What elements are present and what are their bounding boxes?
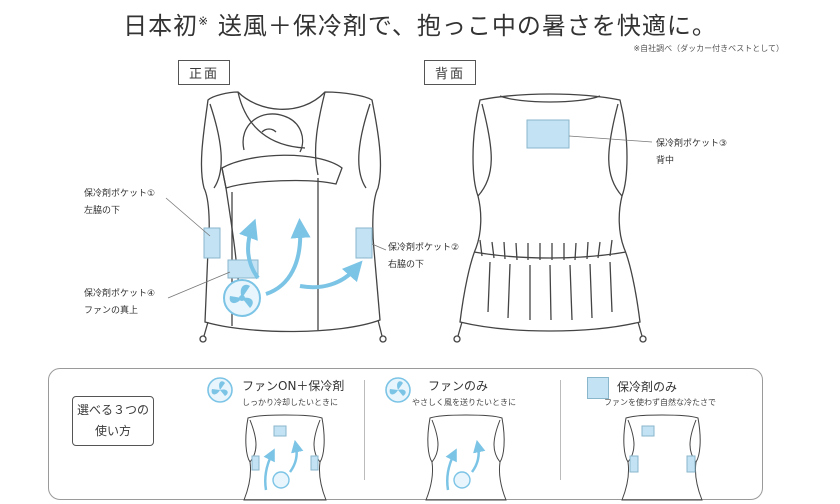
option3-subtitle: ファンを使わず自然な冷たさで: [604, 398, 716, 407]
usage-divider-1: [364, 380, 365, 480]
callout-pocket4: 保冷剤ポケット④ ファンの真上: [84, 286, 155, 320]
option2-fan-icon: [385, 377, 411, 403]
callout-pocket3-sub: 背中: [656, 156, 675, 166]
option1-fan-icon: [207, 377, 233, 403]
callout-pocket1-sub: 左脇の下: [84, 206, 121, 216]
headline: 日本初※ 送風＋保冷剤で、抱っこ中の暑さを快適に。: [0, 6, 840, 41]
option1-subtitle: しっかり冷却したいときに: [242, 398, 338, 407]
callout-pocket4-title: 保冷剤ポケット④: [84, 289, 156, 299]
usage-divider-2: [560, 380, 561, 480]
callout-pocket1: 保冷剤ポケット① 左脇の下: [84, 186, 155, 220]
option3-cooling-pack-icon: [587, 377, 609, 399]
headline-mark: ※: [198, 14, 210, 28]
callout-pocket3: 保冷剤ポケット③ 背中: [656, 136, 727, 170]
headline-rest: 送風＋保冷剤で、抱っこ中の暑さを快適に。: [217, 12, 717, 40]
callout-pocket2-sub: 右脇の下: [388, 260, 425, 270]
footnote: ※自社調べ（ダッカー付きベストとして）: [633, 44, 784, 53]
pocket1-pack: [203, 227, 221, 259]
front-fan-icon: [223, 279, 261, 317]
pocket2-pack: [355, 227, 373, 259]
callout-pocket1-title: 保冷剤ポケット①: [84, 189, 156, 199]
pocket3-pack: [526, 119, 570, 149]
usage-heading-line2: 使い方: [94, 424, 131, 438]
usage-heading: 選べる３つの 使い方: [72, 396, 154, 446]
back-view-label: 背面: [424, 60, 477, 85]
callout-pocket3-title: 保冷剤ポケット③: [656, 139, 728, 149]
option2-title: ファンのみ: [428, 379, 489, 393]
callout-pocket2: 保冷剤ポケット② 右脇の下: [388, 240, 459, 274]
option1-title: ファンON＋保冷剤: [242, 379, 345, 393]
option3-title: 保冷剤のみ: [617, 380, 678, 394]
headline-main: 日本初: [123, 12, 199, 40]
front-view-label: 正面: [178, 60, 231, 85]
usage-panel: [48, 368, 763, 500]
callout-pocket2-title: 保冷剤ポケット②: [388, 243, 460, 253]
option2-subtitle: やさしく風を送りたいときに: [412, 398, 516, 407]
usage-heading-line1: 選べる３つの: [76, 403, 149, 417]
callout-pocket4-sub: ファンの真上: [84, 306, 139, 316]
